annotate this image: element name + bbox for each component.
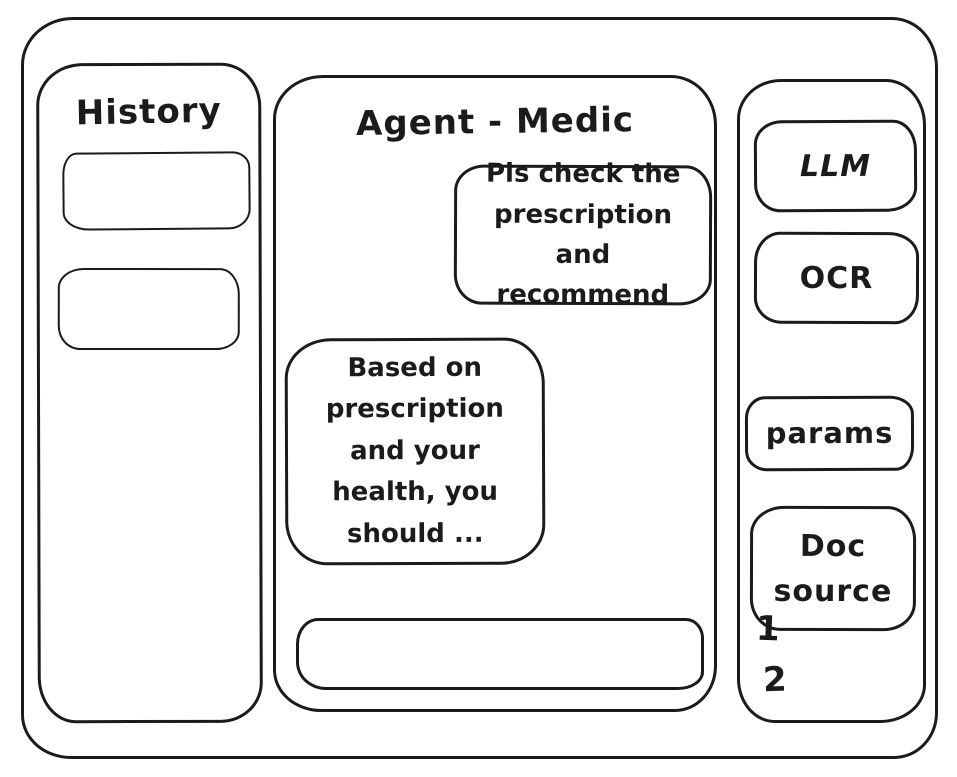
chat-message-input[interactable]: [296, 618, 704, 690]
doc-source-item-1[interactable]: 1: [755, 608, 781, 650]
ocr-button[interactable]: OCR: [753, 231, 920, 325]
history-item[interactable]: [62, 151, 251, 231]
chat-message-user: Pls check the prescription and recommend: [453, 159, 713, 311]
chat-message-agent: Based on prescription and your health, y…: [284, 337, 546, 566]
chat-panel-title: Agent - Medic: [355, 100, 635, 144]
history-item[interactable]: [57, 267, 240, 351]
tools-panel: LLM OCR params Doc source 1 2: [737, 79, 926, 723]
params-button[interactable]: params: [744, 395, 915, 472]
llm-button[interactable]: LLM: [753, 119, 918, 213]
history-panel-title: History: [75, 90, 223, 134]
doc-source-item-2[interactable]: 2: [762, 659, 788, 701]
history-panel: History: [36, 62, 263, 724]
chat-panel: Agent - Medic Pls check the prescription…: [273, 75, 717, 712]
